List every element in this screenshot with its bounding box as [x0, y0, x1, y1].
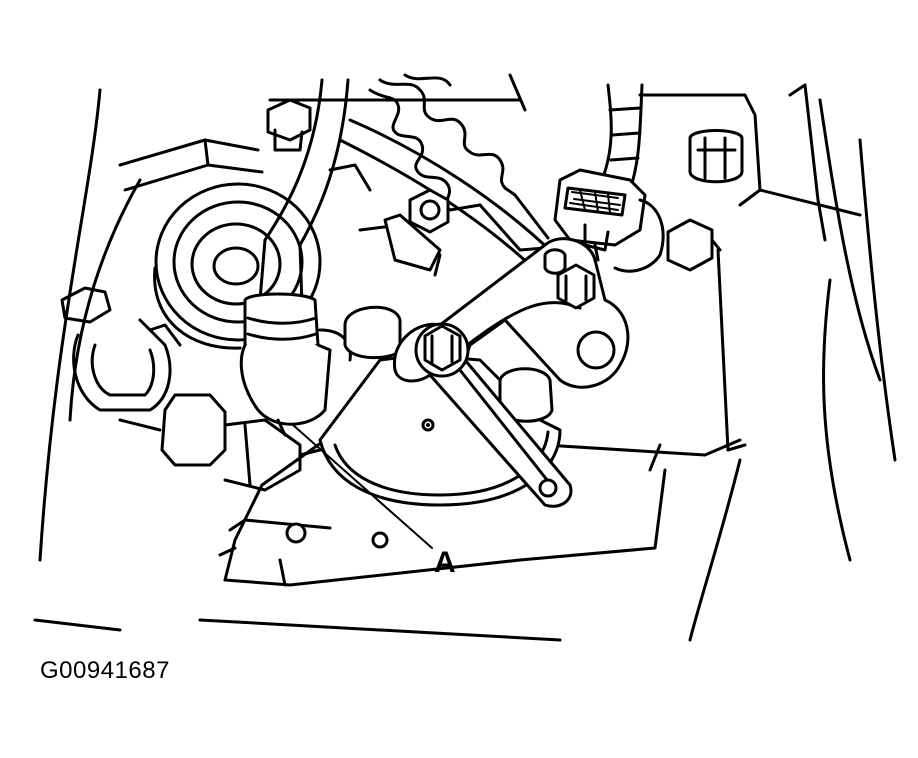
shift-cable-boot: [328, 73, 562, 277]
transmission-housing: [33, 73, 897, 642]
wiring-harness-connector: [553, 83, 665, 273]
figure-id: G00941687: [40, 657, 170, 684]
lever-nuts: [423, 263, 596, 372]
callout-a: A: [292, 424, 456, 579]
range-sensor-body: [318, 305, 562, 507]
mounting-bolts: [266, 98, 744, 272]
callout-leader-line: [292, 424, 433, 549]
vent-hose: [239, 78, 352, 437]
callout-label: A: [434, 546, 456, 579]
fluid-line-fitting: [60, 286, 322, 492]
output-shaft-boss: [153, 182, 322, 350]
